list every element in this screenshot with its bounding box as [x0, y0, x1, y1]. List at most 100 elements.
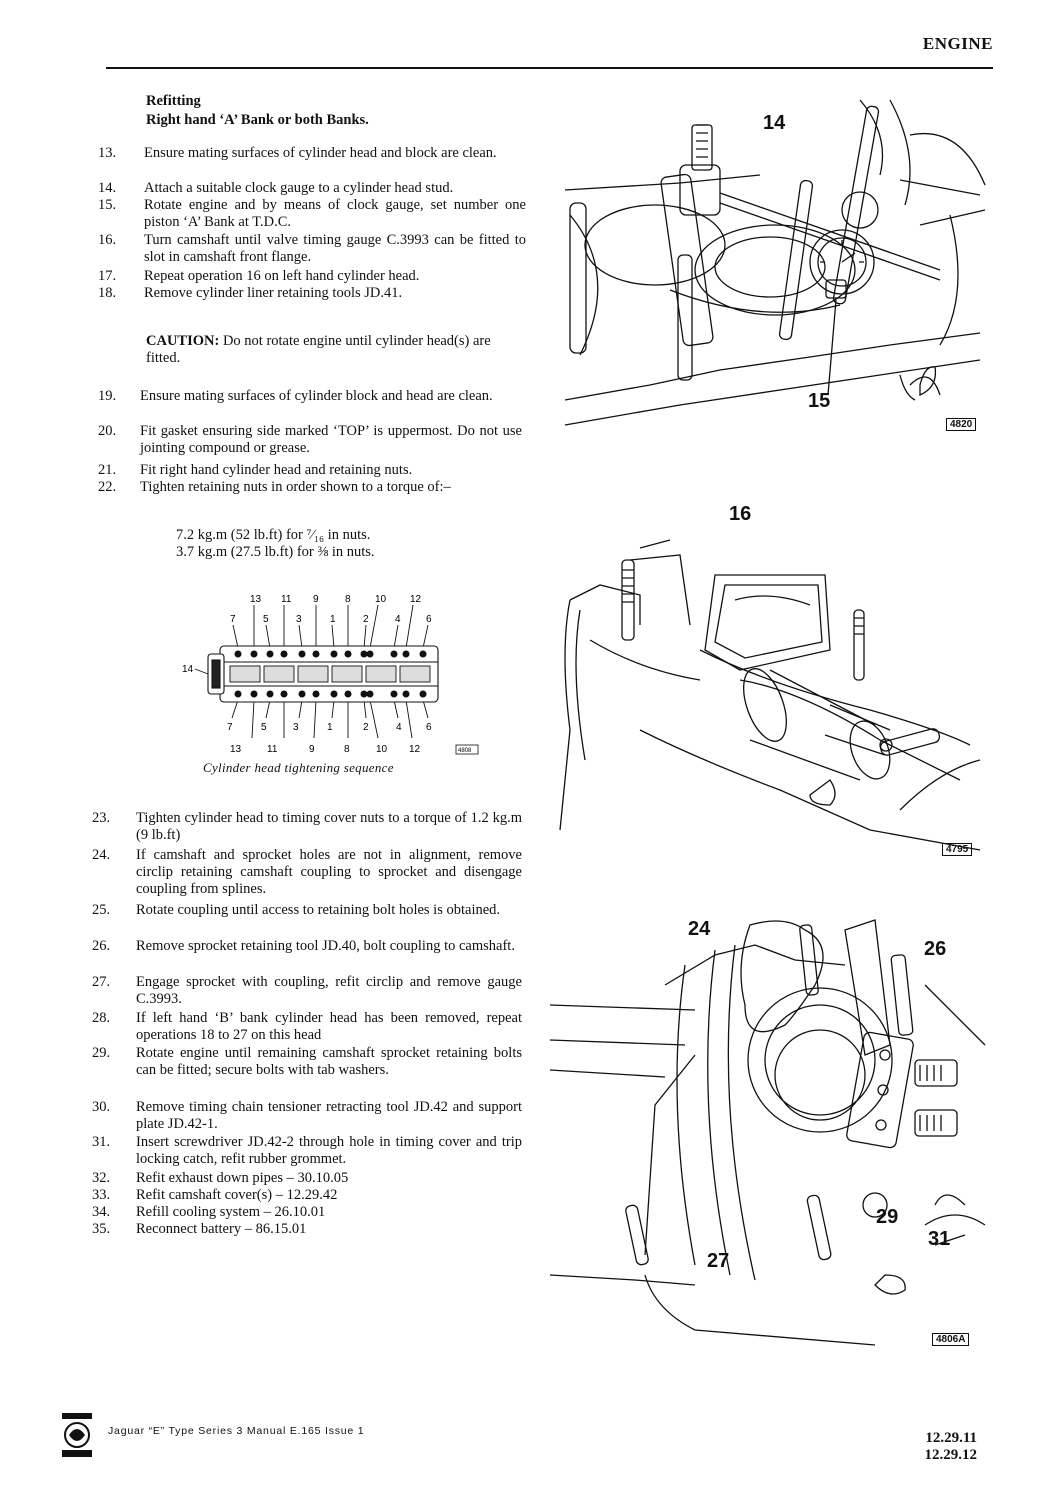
step-number: 19. — [98, 388, 117, 404]
seq-label: 1 — [330, 614, 336, 625]
sequence-top-lower-labels: 7 5 3 1 2 4 6 — [230, 614, 432, 625]
seq-label: 7 — [227, 722, 233, 733]
british-leyland-logo — [62, 1413, 92, 1457]
step-text: Rotate engine and by means of clock gaug… — [144, 197, 526, 230]
seq-label: 6 — [426, 722, 432, 733]
step-text: Fit gasket ensuring side marked ‘TOP’ is… — [140, 423, 522, 456]
fig3-callout: 26 — [924, 938, 947, 960]
step-text: Insert screwdriver JD.42-2 through hole … — [136, 1134, 522, 1167]
seq-figure-ref: 4808 — [458, 748, 472, 754]
step-text: Refill cooling system – 26.10.01 — [136, 1204, 326, 1220]
seq-label: 6 — [426, 614, 432, 625]
step-number: 23. — [92, 810, 111, 826]
page-number: 12.29.11 — [925, 1430, 977, 1446]
step-number: 16. — [98, 232, 117, 248]
step-text: Ensure mating surfaces of cylinder block… — [140, 388, 493, 404]
seq-label: 4 — [396, 722, 402, 733]
fig3-callout: 29 — [876, 1206, 899, 1228]
step-text: Tighten cylinder head to timing cover nu… — [136, 810, 522, 843]
fig3-ref: 4806A — [932, 1333, 970, 1346]
step-number: 24. — [92, 847, 111, 863]
section-header-title: ENGINE — [922, 34, 993, 53]
step-text: Refit camshaft cover(s) – 12.29.42 — [136, 1187, 338, 1203]
caution-note: CAUTION: Do not rotate engine until cyli… — [146, 333, 526, 367]
fig3-callout: 27 — [707, 1250, 730, 1272]
seq-label: 5 — [261, 722, 267, 733]
step-number: 25. — [92, 902, 111, 918]
seq-label: 8 — [345, 594, 351, 605]
seq-label: 12 — [410, 594, 422, 605]
step-text: Repeat operation 16 on left hand cylinde… — [144, 268, 420, 284]
step-text: Remove cylinder liner retaining tools JD… — [144, 285, 403, 301]
fig1-callout: 15 — [808, 390, 831, 412]
fig1-ref: 4820 — [946, 418, 977, 431]
step-number: 22. — [98, 479, 117, 495]
step-text: Turn camshaft until valve timing gauge C… — [144, 232, 526, 265]
seq-label: 1 — [327, 722, 333, 733]
caution-text: Do not rotate engine until cylinder head… — [146, 333, 491, 366]
step-number: 14. — [98, 180, 117, 196]
sequence-bottom-upper-labels: 7 5 3 1 2 4 6 — [227, 722, 432, 733]
clock-gauge-illustration — [560, 95, 995, 440]
fig2-callout: 16 — [729, 503, 752, 525]
step-number: 35. — [92, 1221, 111, 1237]
step-text: Tighten retaining nuts in order shown to… — [140, 479, 451, 495]
step-number: 13. — [98, 145, 117, 161]
section-title: Refitting — [146, 93, 201, 109]
valve-timing-gauge-illustration — [540, 530, 995, 855]
fig2-ref: 4795 — [942, 843, 973, 856]
step-number: 17. — [98, 268, 117, 284]
seq-label: 12 — [409, 744, 421, 755]
step-number: 34. — [92, 1204, 111, 1220]
fig3-callout: 24 — [688, 918, 711, 940]
seq-label: 13 — [250, 594, 262, 605]
seq-label: 8 — [344, 744, 350, 755]
seq-label: 7 — [230, 614, 236, 625]
torque-spec: 3.7 kg.m (27.5 lb.ft) for ⅜ in nuts. — [176, 544, 375, 560]
sequence-top-upper-labels: 13 11 9 8 10 12 — [250, 594, 422, 605]
torque-spec: 7.2 kg.m (52 lb.ft) for ⁷⁄₁₆ in nuts. — [176, 527, 371, 543]
seq-label: 13 — [230, 744, 242, 755]
step-number: 30. — [92, 1099, 111, 1115]
sequence-bottom-lower-labels: 13 11 9 8 10 12 — [230, 744, 421, 755]
section-subtitle: Right hand ‘A’ Bank or both Banks. — [146, 112, 369, 128]
step-text: Attach a suitable clock gauge to a cylin… — [144, 180, 454, 196]
step-text: Remove timing chain tensioner retracting… — [136, 1099, 522, 1132]
step-text: Remove sprocket retaining tool JD.40, bo… — [136, 938, 515, 954]
step-number: 26. — [92, 938, 111, 954]
step-text: Ensure mating surfaces of cylinder head … — [144, 145, 497, 161]
tightening-sequence-figure: 13 11 9 8 10 12 7 5 3 1 2 4 6 — [180, 590, 490, 760]
step-text: Rotate coupling until access to retainin… — [136, 902, 501, 918]
seq-label: 10 — [375, 594, 387, 605]
page-numbers: 12.29.11 12.29.12 — [925, 1430, 978, 1464]
step-number: 27. — [92, 974, 111, 990]
step-number: 28. — [92, 1010, 111, 1026]
step-text: If camshaft and sprocket holes are not i… — [136, 847, 522, 897]
footer-manual-title: Jaguar “E” Type Series 3 Manual E.165 Is… — [108, 1425, 365, 1437]
step-number: 21. — [98, 462, 117, 478]
seq-label: 10 — [376, 744, 388, 755]
step-text: Engage sprocket with coupling, refit cir… — [136, 974, 522, 1007]
caution-label: CAUTION: — [146, 333, 220, 349]
seq-label: 4 — [395, 614, 401, 625]
step-number: 33. — [92, 1187, 111, 1203]
page-number: 12.29.12 — [924, 1447, 978, 1463]
step-text: If left hand ‘B’ bank cylinder head has … — [136, 1010, 522, 1043]
seq-label: 3 — [293, 722, 299, 733]
fig3-callout: 31 — [928, 1228, 951, 1250]
seq-label: 9 — [313, 594, 319, 605]
step-number: 20. — [98, 423, 117, 439]
step-text: Rotate engine until remaining camshaft s… — [136, 1045, 522, 1078]
step-number: 32. — [92, 1170, 111, 1186]
seq-label: 11 — [281, 594, 292, 605]
figure-caption: Cylinder head tightening sequence — [203, 760, 394, 775]
step-number: 18. — [98, 285, 117, 301]
seq-label: 9 — [309, 744, 315, 755]
step-number: 15. — [98, 197, 117, 213]
step-text: Fit right hand cylinder head and retaini… — [140, 462, 413, 478]
seq-label: 2 — [363, 614, 369, 625]
seq-label: 3 — [296, 614, 302, 625]
fig1-callout: 14 — [763, 112, 786, 134]
seq-side-label: 14 — [182, 664, 194, 675]
step-text: Refit exhaust down pipes – 30.10.05 — [136, 1170, 349, 1186]
